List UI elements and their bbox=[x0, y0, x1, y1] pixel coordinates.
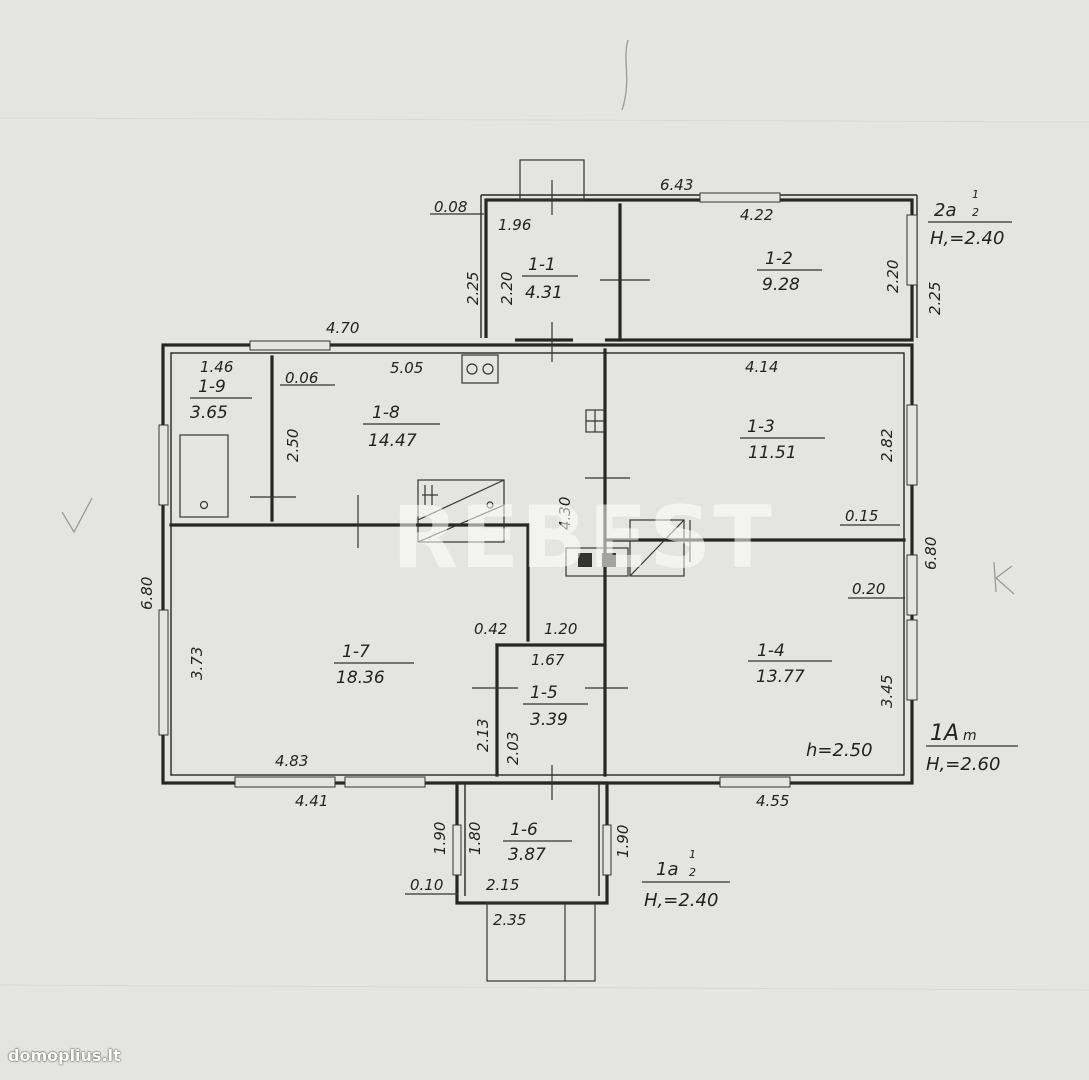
window bbox=[719, 776, 791, 788]
room-1-1-area: 4.31 bbox=[525, 283, 563, 303]
dim-label: 0.15 bbox=[845, 507, 878, 525]
boiler bbox=[629, 519, 685, 577]
room-1-7-area: 18.36 bbox=[336, 668, 385, 688]
room-1-4-area: 13.77 bbox=[756, 667, 805, 687]
dim-label: 1.80 bbox=[466, 822, 484, 855]
window bbox=[452, 824, 462, 876]
annex-bottom-label: 1a bbox=[656, 859, 678, 880]
main-body-inner-line bbox=[170, 352, 905, 776]
dim-label: 3.45 bbox=[878, 675, 896, 708]
room-1-4-id: 1-4 bbox=[757, 641, 785, 661]
dim-label: 0.06 bbox=[285, 369, 318, 387]
dim-label: 2.35 bbox=[493, 911, 526, 929]
room-1-6-id: 1-6 bbox=[510, 820, 538, 840]
dim-label: 3.73 bbox=[188, 647, 206, 680]
dim-label: 5.05 bbox=[390, 359, 423, 377]
dim-label: 2.25 bbox=[926, 282, 944, 315]
dim-label: 2.50 bbox=[284, 429, 302, 462]
window bbox=[906, 554, 918, 616]
dim-label: 2.25 bbox=[464, 272, 482, 305]
dim-label: 4.14 bbox=[745, 358, 778, 376]
window bbox=[158, 424, 169, 506]
dim-label: 4.83 bbox=[275, 752, 308, 770]
room-1-8-area: 14.47 bbox=[368, 431, 417, 451]
dim-label: 2.15 bbox=[486, 876, 519, 894]
windows bbox=[158, 192, 918, 876]
window bbox=[906, 404, 918, 486]
annex-bottom-height: H,=2.40 bbox=[644, 890, 718, 911]
stove bbox=[461, 354, 499, 384]
paper-texture bbox=[0, 117, 1089, 991]
dim-label: 0.08 bbox=[434, 198, 467, 216]
room-1-3-area: 11.51 bbox=[748, 443, 797, 463]
dim-label: 0.42 bbox=[474, 620, 507, 638]
oven bbox=[565, 547, 629, 577]
dim-label: 1.20 bbox=[544, 620, 577, 638]
dim-label: 0.10 bbox=[410, 876, 443, 894]
dim-label: 4.41 bbox=[295, 792, 328, 810]
window bbox=[249, 340, 331, 351]
dimension-labels: 6.43 0.08 1.96 4.22 2.25 2.20 2.20 2.25 … bbox=[138, 176, 944, 929]
window bbox=[699, 192, 781, 203]
entry-steps-top bbox=[519, 159, 585, 201]
annex-top-label: 2a bbox=[934, 200, 956, 221]
dim-label: 1.90 bbox=[614, 825, 632, 858]
stairs bbox=[417, 479, 505, 543]
room-1-9-id: 1-9 bbox=[198, 377, 226, 397]
pencil-marks bbox=[61, 39, 1015, 595]
dim-label: 1.67 bbox=[531, 651, 565, 669]
room-1-9-area: 3.65 bbox=[190, 403, 228, 423]
fixtures bbox=[179, 159, 685, 982]
annex-top-height: H,=2.40 bbox=[930, 228, 1004, 249]
annex-bottom-frac-num: 1 bbox=[689, 848, 696, 861]
room-1-5-area: 3.39 bbox=[530, 710, 568, 730]
room-1-2-id: 1-2 bbox=[765, 249, 793, 269]
annex-annotations: 2a 1 2 H,=2.40 1A m H,=2.60 h=2.50 1a 1 … bbox=[642, 188, 1018, 911]
dim-label: 4.55 bbox=[756, 792, 789, 810]
room-1-1-id: 1-1 bbox=[528, 255, 556, 275]
window bbox=[602, 824, 612, 876]
room-height: h=2.50 bbox=[806, 740, 873, 761]
dim-label: 2.20 bbox=[884, 260, 902, 293]
dim-label: 2.13 bbox=[474, 719, 492, 752]
dim-label: 1.96 bbox=[498, 216, 531, 234]
room-1-3-id: 1-3 bbox=[747, 417, 775, 437]
dim-label: 4.22 bbox=[740, 206, 773, 224]
window bbox=[906, 214, 918, 286]
main-label: 1A bbox=[930, 721, 959, 746]
dim-label: 2.82 bbox=[878, 429, 896, 462]
walls bbox=[161, 194, 918, 905]
annex-bottom-frac-den: 2 bbox=[689, 866, 696, 879]
window bbox=[158, 609, 169, 736]
room-1-5-id: 1-5 bbox=[530, 683, 558, 703]
dim-label: 6.80 bbox=[138, 577, 156, 610]
window bbox=[344, 776, 426, 788]
annex-top-frac-den: 2 bbox=[972, 206, 979, 219]
dim-label: 4.30 bbox=[556, 497, 574, 530]
main-label-suffix: m bbox=[963, 728, 977, 744]
doors bbox=[250, 180, 691, 800]
dim-label: 4.70 bbox=[326, 319, 359, 337]
dim-label: 0.20 bbox=[852, 580, 885, 598]
bathtub bbox=[179, 434, 229, 518]
dim-label: 6.80 bbox=[922, 537, 940, 570]
site-logo: domoplius.lt bbox=[8, 1046, 121, 1065]
window bbox=[906, 619, 918, 701]
annex-top-frac-num: 1 bbox=[972, 188, 979, 201]
entry-steps-bottom bbox=[486, 902, 596, 982]
room-labels: 1-1 4.31 1-2 9.28 1-3 11.51 1-4 13.77 1-… bbox=[190, 249, 832, 865]
room-1-7-id: 1-7 bbox=[342, 642, 370, 662]
room-1-2-area: 9.28 bbox=[762, 275, 800, 295]
dim-top-annex-width: 6.43 bbox=[660, 176, 693, 194]
room-1-6-area: 3.87 bbox=[508, 845, 546, 865]
window bbox=[234, 776, 336, 788]
dim-label: 2.20 bbox=[498, 272, 516, 305]
main-height: H,=2.60 bbox=[926, 754, 1000, 775]
dim-label: 1.90 bbox=[431, 822, 449, 855]
room-1-8-id: 1-8 bbox=[372, 403, 400, 423]
dim-label: 1.46 bbox=[200, 358, 233, 376]
dim-label: 2.03 bbox=[504, 732, 522, 765]
